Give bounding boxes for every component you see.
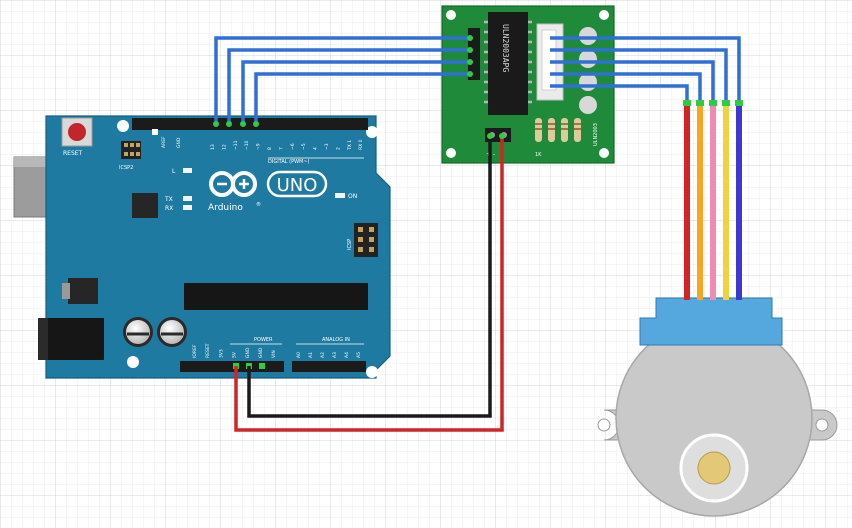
icsp2-label: ICSP2	[119, 165, 133, 171]
mounting-hole	[127, 356, 139, 368]
aref-label: AREF	[161, 136, 167, 148]
digital-pin-label: ~6	[290, 143, 296, 150]
mounting-hole	[117, 120, 129, 132]
icsp-label: ICSP	[347, 239, 353, 250]
digital-pin-label: ~11	[233, 140, 239, 150]
digital-pin-labels: 13 12 ~11 ~10 ~9 8 7 ~6 ~5 4 ~3 2 TX 1 RX 0	[210, 139, 364, 151]
phase-led	[579, 96, 597, 114]
digital-pin-label: ~3	[324, 143, 330, 150]
resistor-array	[535, 118, 581, 142]
digital-header	[132, 118, 368, 135]
motor-wire-red	[684, 104, 690, 300]
model-label: UNO	[277, 175, 318, 196]
digital-pin-label: 4	[313, 147, 319, 150]
analog-pin-label: A3	[332, 352, 338, 358]
chip-label: ULN2003APG	[501, 24, 510, 72]
mounting-hole	[599, 148, 609, 158]
reset-label: RESET	[63, 150, 83, 157]
capacitor	[123, 317, 153, 347]
analog-pin-label: A2	[320, 352, 326, 358]
led-tx	[183, 196, 192, 201]
analog-pin-label: A5	[356, 352, 362, 358]
power-pin-label: GND	[245, 347, 251, 358]
power-pin-labels: IOREF RESET 3V3 5V GND GND VIN	[192, 343, 277, 358]
wire-gnd	[247, 136, 492, 418]
wire-5v	[234, 136, 504, 432]
digital-pin-label: 8	[267, 147, 273, 150]
power-pin-label: VIN	[271, 350, 277, 358]
digital-pin-label: 12	[221, 144, 227, 150]
power-jack	[38, 318, 104, 360]
motor-wire-connector	[639, 297, 783, 346]
usb-chip	[132, 193, 158, 218]
power-pin-label: IOREF	[192, 344, 198, 358]
uln2003-chip	[488, 12, 528, 115]
digital-pin-label: ~9	[256, 143, 262, 150]
motor-shaft	[697, 451, 731, 485]
power-header	[180, 361, 284, 372]
mounting-hole	[366, 366, 378, 378]
board-label: ULN2003	[593, 123, 599, 146]
wire-harness	[213, 35, 743, 432]
digital-pin-label: ~10	[244, 140, 250, 150]
power-pin-label: GND	[258, 347, 264, 358]
wire-in3	[241, 60, 470, 124]
voltage-regulator	[68, 278, 98, 304]
stepper-motor	[597, 297, 838, 517]
driver-input-header	[468, 28, 480, 80]
capacitor	[157, 317, 187, 347]
power-label: POWER	[254, 337, 273, 343]
digital-pin-label: 2	[335, 147, 341, 150]
led-rx-label: RX	[165, 205, 173, 212]
led-l	[183, 168, 192, 173]
wire-in2	[227, 48, 470, 124]
digital-pin-label: 13	[210, 144, 216, 150]
microcontroller-chip	[184, 283, 368, 310]
digital-pin-label: ~5	[301, 143, 307, 150]
analog-pin-labels: A0 A1 A2 A3 A4 A5	[296, 352, 362, 358]
resistor-label: 1K	[535, 152, 542, 158]
mounting-hole	[366, 126, 378, 138]
digital-pin-label: 7	[278, 147, 284, 150]
wire-in4	[254, 72, 470, 124]
led-l-label: L	[172, 168, 176, 175]
reset-button-cap[interactable]	[68, 123, 86, 141]
icsp2-header: ICSP2	[119, 141, 141, 171]
led-tx-label: TX	[164, 196, 173, 203]
icsp-header: ICSP	[347, 223, 378, 257]
mounting-hole	[446, 10, 456, 20]
digital-pin-label: TX 1	[347, 140, 353, 151]
analog-pin-label: A1	[308, 352, 314, 358]
mounting-hole	[446, 148, 456, 158]
wire-in1	[214, 36, 470, 124]
trademark-symbol: ®	[256, 201, 261, 208]
power-pin-label: RESET	[205, 343, 211, 358]
power-pin-label: 3V3	[218, 349, 224, 358]
phase-led	[579, 27, 597, 45]
analog-pin-label: A0	[296, 352, 302, 358]
brand-label: Arduino	[208, 203, 243, 213]
analog-pin-label: A4	[344, 352, 350, 358]
analog-label: ANALOG IN	[322, 337, 350, 343]
led-on	[335, 193, 345, 198]
motor-wire-blue	[736, 104, 742, 300]
motor-wire-orange	[697, 104, 703, 300]
arduino-logo: UNO Arduino ®	[208, 170, 328, 213]
power-pin-label: 5V	[232, 351, 238, 358]
digital-label: DIGITAL (PWM~)	[268, 159, 310, 165]
digital-pin-label: RX 0	[358, 139, 364, 150]
motor-wire-yellow	[723, 104, 729, 300]
led-rx	[183, 205, 192, 210]
led-on-label: ON	[348, 193, 357, 200]
analog-header	[292, 361, 366, 372]
phase-led	[579, 50, 597, 68]
gnd-label: GND	[176, 137, 182, 148]
mounting-hole	[599, 10, 609, 20]
motor-wire-pink	[710, 104, 716, 300]
